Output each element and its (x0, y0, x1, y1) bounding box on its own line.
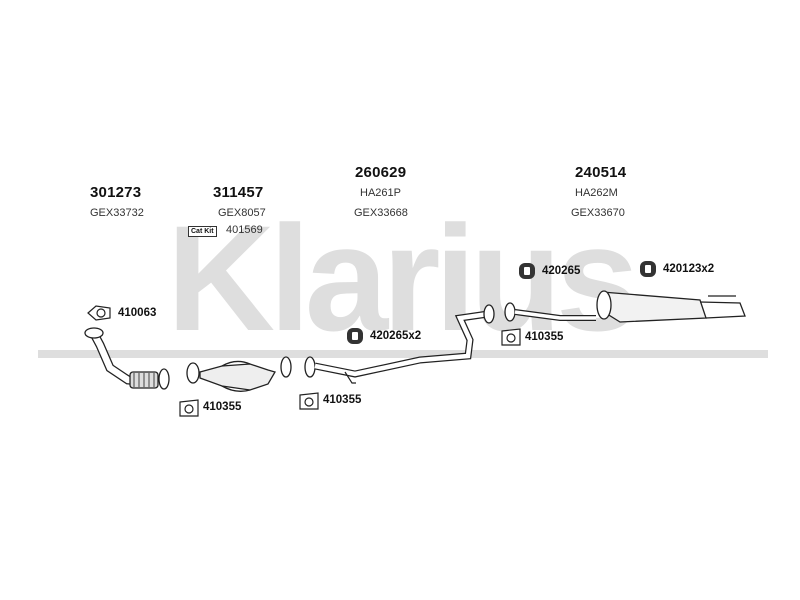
intermediate-pipe (304, 304, 495, 384)
watermark-text: Klarius (167, 194, 634, 362)
rubber-mount-icon (640, 261, 656, 277)
ref-code: GEX33668 (354, 207, 408, 219)
ref-code: GEX33732 (90, 207, 144, 219)
rear-silencer (504, 290, 746, 323)
watermark-underline (38, 350, 768, 358)
gasket-icon (87, 305, 111, 321)
fitting-410355[interactable]: 410355 (323, 394, 362, 406)
ref-code: GEX8057 (218, 207, 266, 219)
part-number-311457[interactable]: 311457 (213, 184, 264, 201)
part-number-260629[interactable]: 260629 (355, 164, 407, 181)
downpipe-outlet-flange (158, 368, 170, 390)
front-downpipe (84, 327, 170, 390)
ref-code: GEX33670 (571, 207, 625, 219)
catalytic-converter (186, 356, 292, 392)
gasket-icon (179, 399, 199, 417)
part-number-301273[interactable]: 301273 (90, 184, 142, 201)
rubber-mount-icon (519, 263, 535, 279)
fitting-410355[interactable]: 410355 (525, 331, 564, 343)
cat-kit-badge: Cat Kit (188, 226, 217, 237)
fitting-420265x2[interactable]: 420265x2 (370, 330, 422, 342)
part-number-240514[interactable]: 240514 (575, 164, 627, 181)
rubber-mount-icon (347, 328, 363, 344)
ref-code: HA261P (360, 187, 401, 199)
fitting-420265[interactable]: 420265 (542, 265, 581, 277)
downpipe-flange (84, 327, 104, 339)
ref-code: HA262M (575, 187, 618, 199)
gasket-icon (299, 392, 319, 410)
fitting-410063[interactable]: 410063 (118, 307, 157, 319)
gasket-icon (501, 328, 521, 346)
cat-kit-part[interactable]: 401569 (226, 224, 263, 236)
fitting-420123x2[interactable]: 420123x2 (663, 263, 715, 275)
fitting-410355[interactable]: 410355 (203, 401, 242, 413)
